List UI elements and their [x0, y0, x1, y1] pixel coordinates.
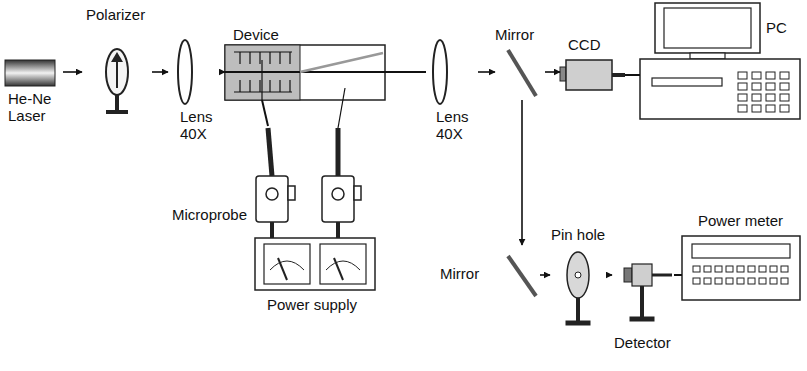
- component-label-box: Power supply: [255, 238, 377, 320]
- connector-line: [385, 71, 426, 73]
- connector-line: [262, 100, 268, 126]
- detector-symbol: [624, 264, 672, 321]
- beam-arrow: [478, 71, 495, 73]
- component-label: Microprobe: [172, 206, 247, 223]
- component-label: Mirror: [440, 265, 479, 282]
- microprobe-symbol: [256, 128, 361, 238]
- component-label: Power supply: [267, 296, 357, 313]
- component-label: Pin hole: [551, 226, 605, 243]
- connector-line: [625, 74, 640, 76]
- component-label-box: Mirror: [495, 26, 545, 100]
- component-label-box: Polarizer: [82, 6, 152, 116]
- component-label: Detector: [614, 334, 671, 351]
- component-label: Power meter: [698, 212, 783, 229]
- component-label: CCD: [568, 36, 601, 53]
- connector-line: [674, 274, 682, 276]
- pc-computer: [640, 3, 800, 119]
- component-label: Polarizer: [86, 6, 145, 23]
- mirror-symbol: [508, 50, 536, 96]
- beam-arrow: [63, 71, 82, 73]
- component-label-box: He-Ne Laser: [3, 58, 63, 138]
- component-label-box: CCD: [560, 36, 625, 92]
- component-label: PC: [766, 19, 787, 36]
- component-label-box: Mirror: [438, 245, 540, 305]
- beam-arrow: [152, 71, 168, 73]
- device-chip: [225, 45, 385, 100]
- beam-arrow: [540, 274, 550, 276]
- beam-arrow: [521, 100, 523, 245]
- component-label: Lens 40X: [436, 108, 476, 143]
- mirror-symbol: [508, 256, 536, 296]
- component-label-box: Device: [225, 26, 385, 100]
- beam-arrow: [222, 71, 225, 73]
- pinhole-symbol: [566, 252, 590, 325]
- lens-symbol: [433, 40, 447, 104]
- power-meter-box: [682, 236, 800, 300]
- component-label-box: PC: [640, 3, 804, 120]
- component-label-box: Lens 40X: [168, 38, 222, 150]
- lens-symbol: [178, 40, 192, 104]
- laser-body: [5, 60, 55, 86]
- component-label-box: Pin hole: [550, 226, 608, 326]
- probe-wire: [338, 88, 345, 128]
- beam-arrow: [608, 274, 612, 276]
- component-label: Lens 40X: [180, 108, 220, 143]
- component-label-box: Power meter: [682, 212, 802, 300]
- component-label: Device: [233, 26, 279, 43]
- component-label-box: Microprobe: [172, 126, 296, 234]
- component-label-box: Detector: [612, 262, 674, 362]
- component-label: Mirror: [495, 26, 534, 43]
- component-label: He-Ne Laser: [8, 90, 58, 125]
- probe-wire: [261, 60, 262, 100]
- power-supply-box: [255, 238, 375, 290]
- beam-arrow: [545, 71, 560, 73]
- component-label-box: Lens 40X: [426, 38, 478, 150]
- polarizer-symbol: [106, 49, 128, 114]
- ccd-camera: [560, 60, 625, 90]
